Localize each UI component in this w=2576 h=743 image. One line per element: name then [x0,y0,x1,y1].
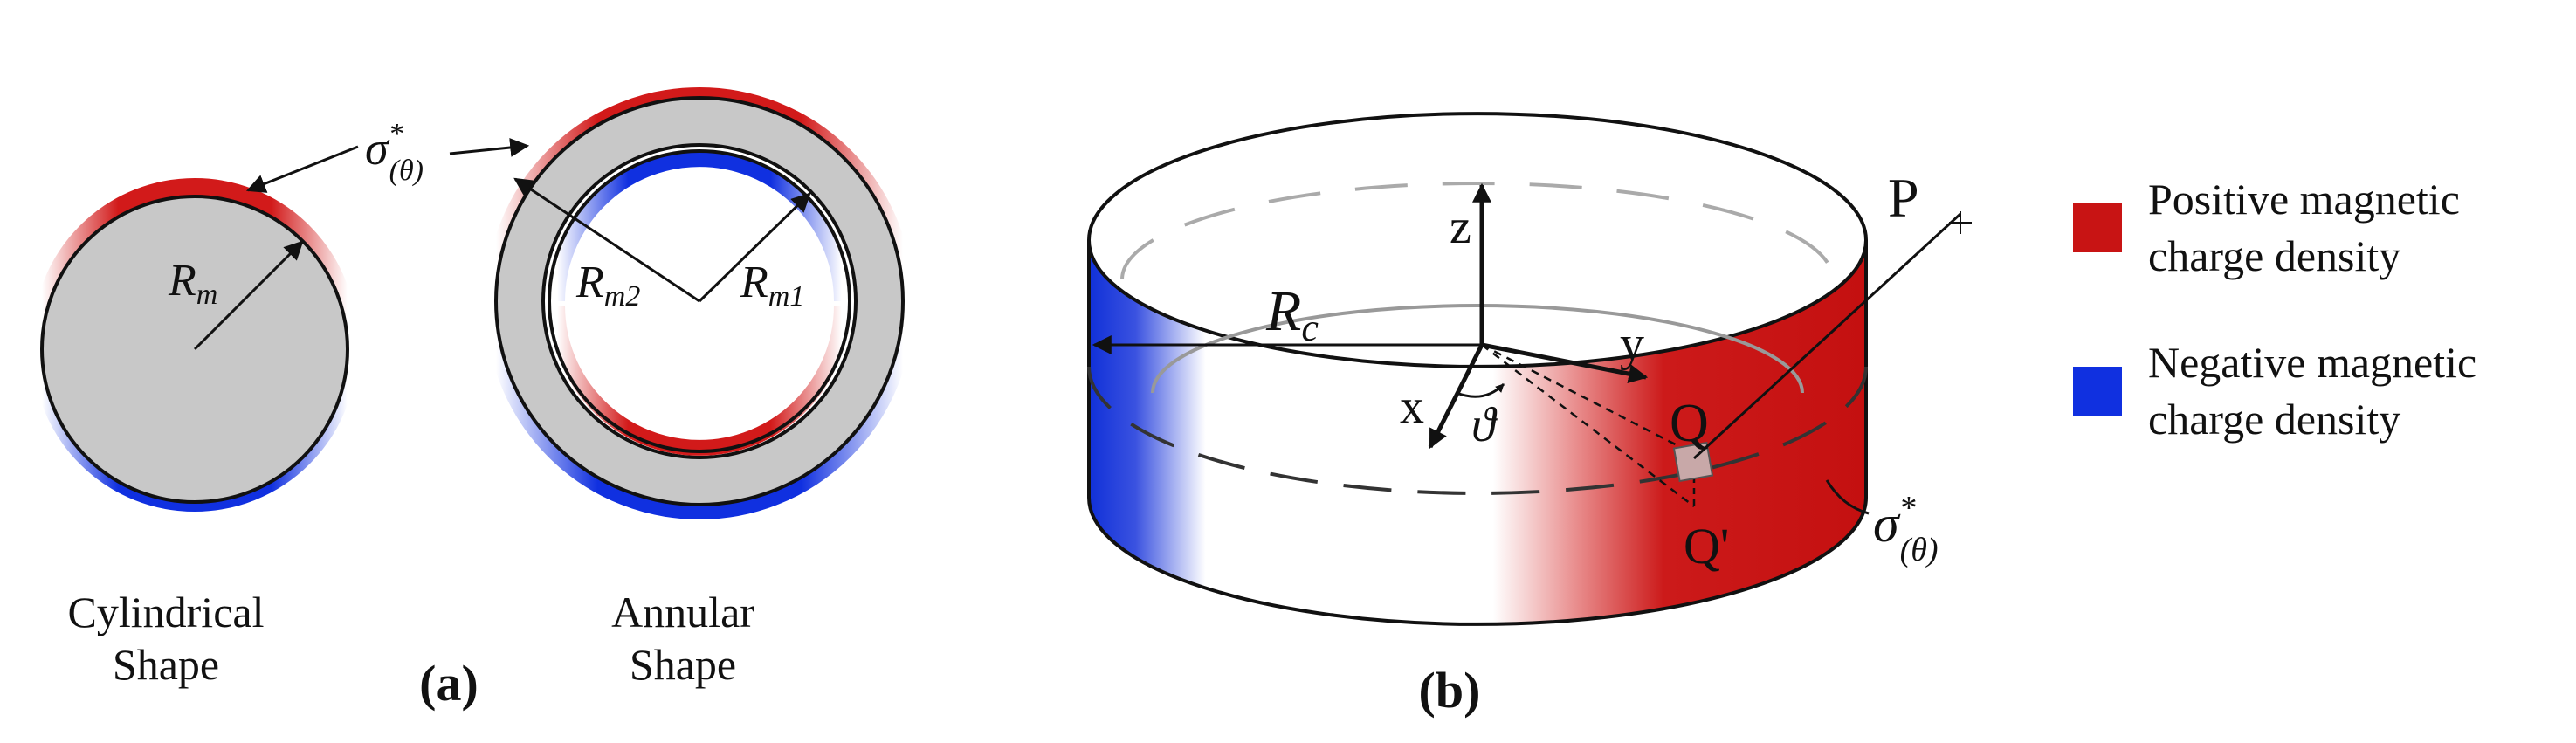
point-q-label: Q [1670,394,1709,453]
y-axis [1481,342,1649,383]
y-label: y [1620,317,1644,371]
ann-inner-radius-label: Rm1 [740,258,804,313]
sigma-leader-b [1825,479,1870,515]
cylinder-side-wall [1087,239,1868,626]
panel-b-tag: (b) [1419,662,1481,719]
ann-ring [493,96,906,506]
legend-positive-line2: charge density [2148,231,2400,280]
point-q-prime-label: Q' [1684,518,1729,574]
x-label: x [1400,380,1424,434]
legend-positive-line1: Positive magnetic [2148,175,2460,224]
sigma-arrow-to-cyl [245,145,359,193]
surface-element [1672,441,1714,483]
sigma-annotation-a: σ*(θ) [245,118,530,193]
legend-positive-swatch [2073,203,2122,252]
ann-caption-line1: Annular [611,588,754,636]
ann-outer-radius-label: Rm2 [575,258,640,313]
dashed-to-q-prime [1481,344,1695,507]
legend-negative-line2: charge density [2148,395,2400,444]
ann-inner-outline [548,149,851,453]
front-dashed-arc [1087,366,1868,495]
cyl-radius-arrow [193,240,304,351]
cyl-caption-line2: Shape [113,640,219,689]
ann-outer-negative-band [486,305,913,519]
ann-caption-line2: Shape [630,640,736,689]
back-dashed-arc [1120,182,1835,280]
cyl-caption-line1: Cylindrical [68,588,265,636]
ann-inner-positive-band [549,305,850,456]
cyl-positive-band [32,178,357,341]
radius-c-label: Rc [1265,279,1319,349]
panel-a-tag: (a) [419,655,479,712]
sigma-label-a: σ*(θ) [365,118,424,187]
cyl-radius-label: Rm [168,256,217,311]
line-q-to-p [1692,212,1962,460]
dashed-to-q [1481,343,1695,456]
panel-a: Rm Cylindrical Shape Rm2 Rm1 Annular Sha… [32,87,913,712]
sigma-arrow-to-ann [449,138,530,157]
x-axis [1428,343,1484,449]
angle-arc [1456,382,1505,398]
ann-inner-radius-arrow [698,192,811,303]
cylindrical-shape: Rm Cylindrical Shape [32,178,357,689]
annular-shape: Rm2 Rm1 Annular Shape [486,87,913,689]
coordinate-axes [1092,182,1696,511]
panel-b: z y x ϑ Rc P Q Q' σ*(θ) (b) [1087,112,1972,719]
angle-label: ϑ [1471,398,1498,452]
sigma-label-b: σ*(θ) [1873,490,1939,568]
inner-bottom-arc [1151,304,1804,394]
legend-negative-line1: Negative magnetic [2148,338,2476,387]
z-label: z [1450,200,1471,254]
point-p-label: P [1888,167,1919,229]
ann-inner-negative-band [549,151,850,302]
legend-negative-swatch [2073,367,2122,416]
ann-outer-radius-arrow [513,177,700,303]
cylinder-top-rim [1087,112,1868,241]
legend: Positive magnetic charge density Negativ… [2073,175,2476,444]
